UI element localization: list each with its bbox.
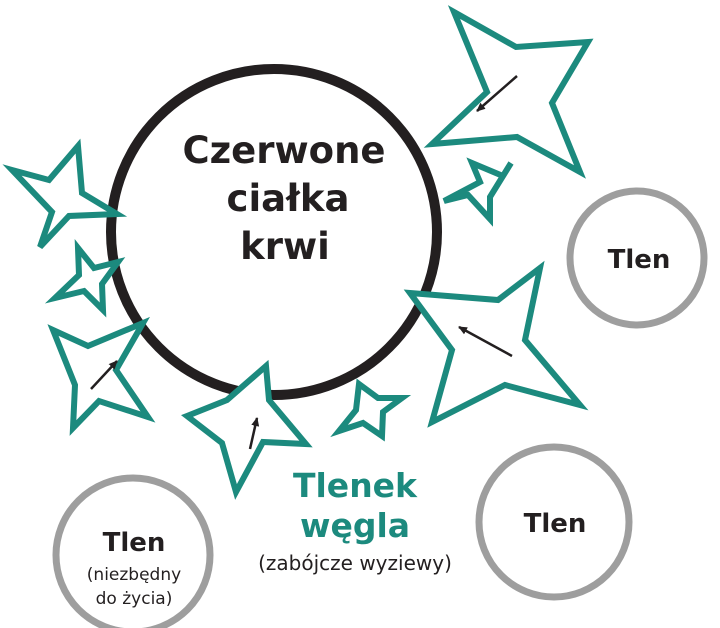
binding-arrows bbox=[90, 75, 518, 450]
arrow-top-right bbox=[476, 75, 518, 112]
co-star-left-bottom bbox=[47, 316, 156, 436]
co-star-bottom-small bbox=[330, 378, 412, 442]
oxygen-label-bottom-left: Tlen bbox=[103, 528, 166, 558]
oxygen-circle-bottom-right bbox=[475, 443, 633, 601]
red-blood-cell-label-line2: ciałka bbox=[227, 177, 350, 220]
oxygen-note-line1: (niezbędny bbox=[87, 565, 181, 585]
co-star-left-small bbox=[44, 239, 126, 318]
carbon-monoxide-label: Tlenek węgla (zabójcze wyziewy) bbox=[258, 466, 452, 575]
oxygen-circle-right bbox=[566, 187, 708, 329]
co-star-left-top bbox=[2, 138, 128, 250]
arrow-left-bottom bbox=[90, 360, 118, 390]
oxygen-note-line2: do życia) bbox=[96, 589, 173, 609]
red-blood-cell-label-line3: krwi bbox=[240, 225, 330, 268]
carbon-monoxide-title-line1: Tlenek bbox=[293, 466, 418, 505]
arrow-bottom-center bbox=[248, 417, 260, 450]
oxygen-molecule-bottom-left: Tlen (niezbędny do życia) bbox=[52, 474, 214, 628]
oxygen-circle-bottom-left bbox=[52, 474, 214, 628]
carbon-monoxide-title-line2: węgla bbox=[300, 506, 410, 545]
oxygen-label-bottom-right: Tlen bbox=[524, 509, 587, 539]
oxygen-label-right: Tlen bbox=[608, 245, 671, 275]
co-star-bottom-center bbox=[181, 359, 313, 500]
co-star-small-right bbox=[442, 157, 514, 227]
arrow-right-large bbox=[458, 325, 513, 358]
red-blood-cell-outline bbox=[106, 64, 442, 400]
oxygen-molecule-bottom-right: Tlen bbox=[475, 443, 633, 601]
red-blood-cell: Czerwone ciałka krwi bbox=[106, 64, 442, 400]
carbon-monoxide-molecules bbox=[2, 5, 594, 500]
oxygen-molecule-right: Tlen bbox=[566, 187, 708, 329]
co-star-right-large bbox=[403, 260, 589, 428]
red-blood-cell-label-line1: Czerwone bbox=[182, 129, 385, 172]
carbon-monoxide-note: (zabójcze wyziewy) bbox=[258, 551, 452, 575]
co-star-top-right bbox=[423, 5, 594, 179]
